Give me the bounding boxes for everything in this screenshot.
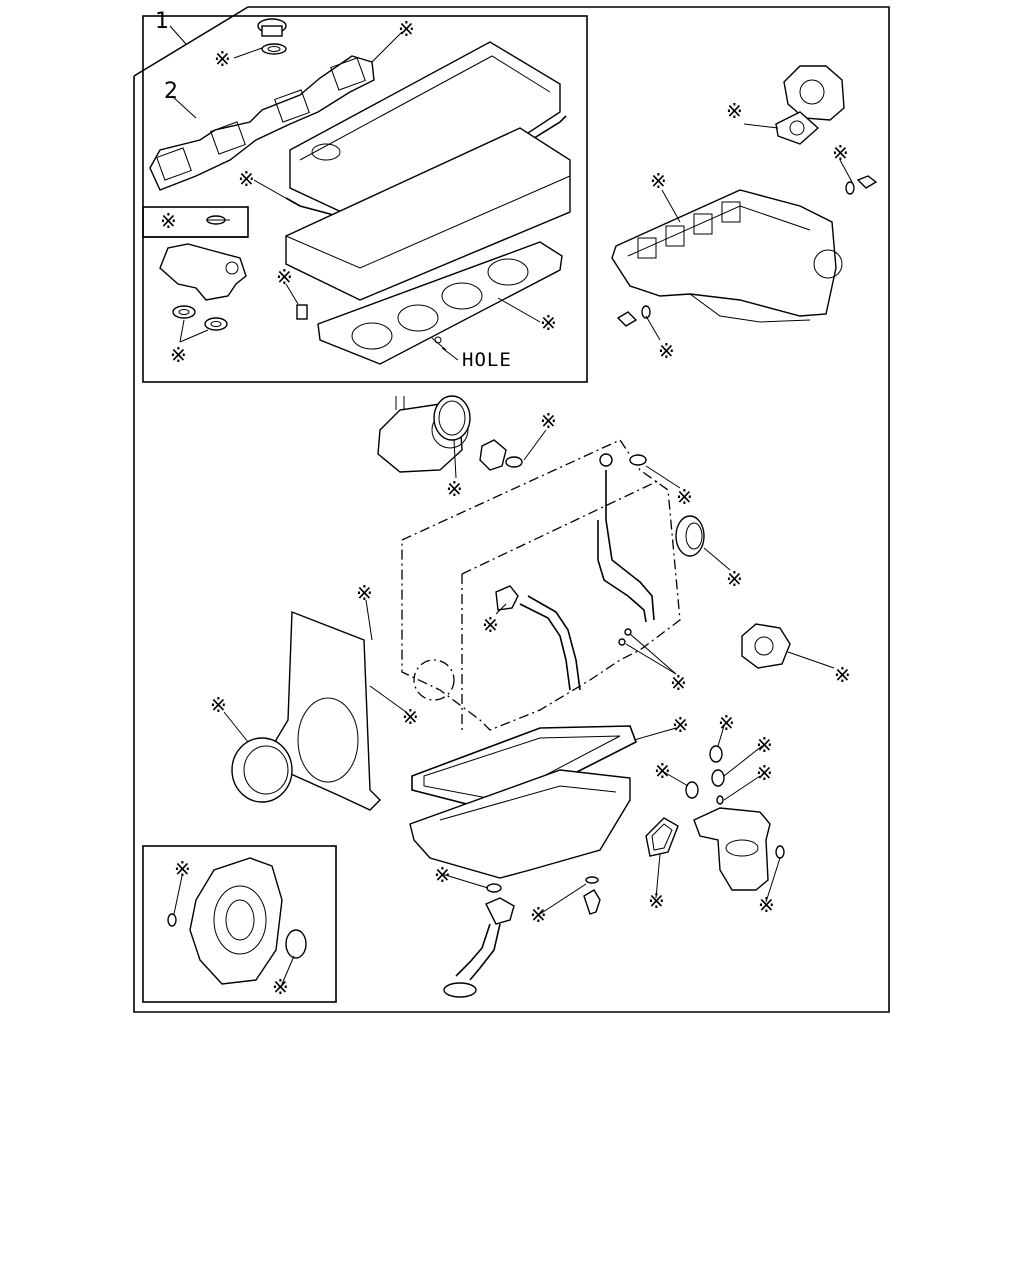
mark: ※: [718, 711, 735, 735]
mark: ※: [758, 893, 775, 917]
manifold-washer: [641, 305, 651, 319]
pump-oring: [433, 395, 471, 441]
hole-leader: [441, 347, 459, 361]
flywheel-housing-box: [142, 845, 337, 1003]
callout-1: 1: [155, 9, 169, 34]
oil-filter-bracket: [693, 807, 771, 891]
valve-stem-seal: [296, 304, 308, 320]
cylinder-block: [401, 439, 681, 731]
flywheel-washer: [167, 913, 177, 927]
mark: ※: [756, 761, 773, 785]
manifold-bolt: [616, 311, 638, 327]
mark: ※: [530, 903, 547, 927]
mark: ※: [238, 167, 255, 191]
fitting: [479, 439, 507, 471]
small-oring-box: [142, 206, 249, 238]
oil-filler-cap: [257, 18, 287, 55]
mark: ※: [434, 863, 451, 887]
oil-pan-gasket: [411, 725, 638, 813]
flywheel-housing: [189, 857, 283, 985]
fitting-ring: [505, 456, 523, 468]
callout-1-leader: [169, 25, 187, 45]
mark: ※: [832, 141, 849, 165]
mark: ※: [726, 567, 743, 591]
leader-lines: [173, 31, 853, 985]
throttle-body: [775, 65, 845, 145]
front-oil-seal: [675, 515, 705, 557]
throttle-bolt: [856, 175, 878, 189]
mark: ※: [272, 975, 289, 999]
strainer-bolt: [583, 889, 601, 915]
dipstick-oring: [629, 454, 647, 466]
cylinder-head-gasket: [317, 241, 563, 365]
mark: ※: [210, 693, 227, 717]
mark: ※: [672, 713, 689, 737]
thermostat-housing: [159, 243, 247, 343]
hole-label: HOLE: [462, 349, 512, 371]
mark: ※: [670, 671, 687, 695]
cylinder-head: [285, 127, 571, 301]
filter-oring-b: [711, 769, 725, 787]
filter-oring-c: [685, 781, 699, 799]
mark: ※: [648, 889, 665, 913]
filter-oring-a: [709, 745, 723, 763]
mark: ※: [174, 857, 191, 881]
water-pump: [741, 623, 791, 669]
mark: ※: [398, 17, 415, 41]
oil-pipe: [495, 585, 581, 691]
mark: ※: [446, 477, 463, 501]
mark: ※: [540, 311, 557, 335]
flywheel-oring: [285, 929, 307, 959]
mark: ※: [214, 47, 231, 71]
throttle-washer: [845, 181, 855, 195]
outer-frame: [133, 6, 890, 1013]
top-head-gasket-set-frame: [142, 15, 588, 383]
callout-2: 2: [164, 79, 178, 104]
cylinder-head-cover: [285, 41, 567, 235]
filter-washer: [775, 845, 785, 859]
callout-2-leader: [171, 95, 197, 119]
intake-manifold: [611, 189, 843, 323]
drain-plug-washer: [486, 883, 502, 893]
mark: ※: [834, 663, 851, 687]
mark: ※: [402, 705, 419, 729]
pipe-washer-a: [624, 628, 632, 636]
oil-level-dipstick: [597, 453, 655, 623]
mark: ※: [654, 759, 671, 783]
mark: ※: [356, 581, 373, 605]
oil-pan: [409, 769, 631, 893]
mark: ※: [160, 209, 177, 233]
mark: ※: [756, 733, 773, 757]
oil-strainer: [443, 897, 515, 998]
mark: ※: [658, 339, 675, 363]
pipe-washer-b: [618, 638, 626, 646]
mark: ※: [650, 169, 667, 193]
mark: ※: [482, 613, 499, 637]
rear-oil-seal: [231, 737, 293, 803]
mark: ※: [726, 99, 743, 123]
mark: ※: [276, 265, 293, 289]
mark: ※: [170, 343, 187, 367]
mark: ※: [540, 409, 557, 433]
filter-oring-small: [716, 795, 724, 805]
oil-cooler-gasket: [645, 817, 679, 857]
mark: ※: [676, 485, 693, 509]
rear-plate: [275, 610, 381, 811]
strainer-washer: [585, 876, 599, 884]
asterisk-marks: ※ ※ ※ ※ ※ ※ ※ ※ ※ ※ ※ ※ ※ ※ ※ ※ ※ ※ ※ ※ …: [160, 17, 851, 999]
